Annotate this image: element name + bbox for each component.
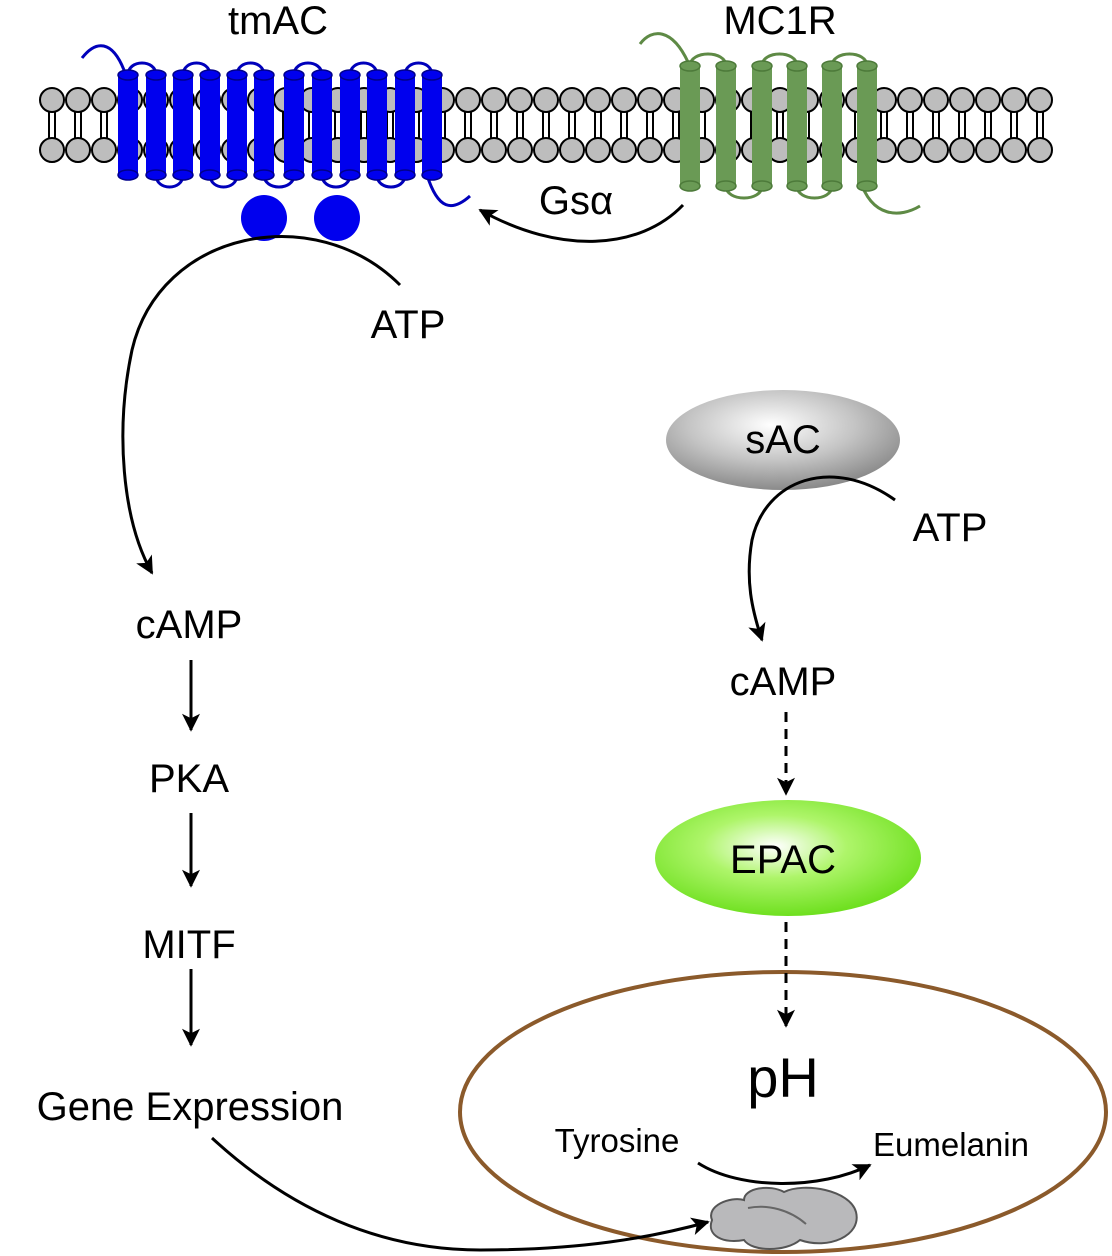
gsa-label: Gsα: [539, 179, 613, 223]
tmac-helix: [253, 69, 275, 181]
gene-to-tyrosinase-arrow: [210, 1136, 710, 1252]
lipid-head: [637, 87, 663, 113]
lipid-head: [65, 137, 91, 163]
mc1r-receptor: [638, 32, 921, 215]
tmac-helix: [421, 69, 443, 181]
tmac-helix: [366, 69, 388, 181]
lipid-head: [1027, 87, 1053, 113]
lipid-head: [533, 87, 559, 113]
mc1r-helix: [751, 60, 773, 192]
lipid-head: [533, 137, 559, 163]
tmac-helix: [145, 69, 167, 181]
sac-atp-to-camp-arrow: [747, 475, 896, 642]
lipid-head: [455, 87, 481, 113]
sac-enzyme: [666, 390, 900, 490]
tmac-label: tmAC: [228, 0, 328, 43]
lipid-head: [923, 87, 949, 113]
tmac-catalytic-domain-2: [314, 195, 360, 241]
lipid-head: [481, 87, 507, 113]
mc1r-helix: [786, 60, 808, 192]
tmac-helix: [311, 69, 333, 181]
lipid-head: [975, 137, 1001, 163]
lipid-head: [507, 87, 533, 113]
lipid-head: [897, 137, 923, 163]
lipid-head: [481, 137, 507, 163]
melanosome-membrane: [458, 970, 1108, 1254]
lipid-head: [611, 87, 637, 113]
mc1r-helix: [821, 60, 843, 192]
tmac-helix: [339, 69, 361, 181]
lipid-head: [39, 87, 65, 113]
lipid-head: [91, 87, 117, 113]
tmac-protein: [80, 44, 471, 241]
mc1r-helix: [715, 60, 737, 192]
sac-label: sAC: [745, 418, 821, 462]
tmac-helix: [172, 69, 194, 181]
eumelanin-label: Eumelanin: [873, 1126, 1029, 1163]
lipid-head: [1027, 137, 1053, 163]
lipid-head: [455, 137, 481, 163]
gene-expression-label: Gene Expression: [37, 1085, 344, 1129]
camp-left-label: cAMP: [136, 603, 243, 647]
lipid-head: [39, 137, 65, 163]
lipid-head: [897, 87, 923, 113]
lipid-head: [923, 137, 949, 163]
epac-protein: [655, 800, 921, 916]
lipid-head: [611, 137, 637, 163]
lipid-head: [507, 137, 533, 163]
mitf-label: MITF: [142, 923, 235, 967]
lipid-head: [91, 137, 117, 163]
mc1r-label: MC1R: [723, 0, 836, 43]
tmac-helix: [117, 69, 139, 181]
lipid-head: [559, 137, 585, 163]
ph-label: pH: [747, 1046, 819, 1109]
atp-to-camp-arrow: [121, 235, 402, 575]
mc1r-helix: [679, 60, 701, 192]
lipid-head: [1001, 87, 1027, 113]
tyrosine-label: Tyrosine: [555, 1122, 680, 1159]
lipid-head: [585, 87, 611, 113]
lipid-head: [559, 87, 585, 113]
lipid-head: [65, 87, 91, 113]
tyrosine-to-eumelanin-arrow: [697, 1161, 872, 1185]
mc1r-helix: [856, 60, 878, 192]
camp-right-label: cAMP: [730, 660, 837, 704]
lipid-head: [637, 137, 663, 163]
tmac-catalytic-domain-1: [241, 195, 287, 241]
lipid-head: [585, 137, 611, 163]
tmac-helix: [199, 69, 221, 181]
pka-label: PKA: [149, 757, 229, 801]
epac-label: EPAC: [730, 838, 836, 882]
atp-left-label: ATP: [371, 303, 446, 347]
lipid-head: [1001, 137, 1027, 163]
gsa-arrow: [478, 203, 685, 243]
tmac-helix: [283, 69, 305, 181]
lipid-head: [975, 87, 1001, 113]
lipid-head: [949, 87, 975, 113]
tmac-helix: [226, 69, 248, 181]
atp-right-label: ATP: [913, 506, 988, 550]
tmac-helix: [394, 69, 416, 181]
lipid-head: [949, 137, 975, 163]
tyrosinase-enzyme: [709, 1186, 858, 1250]
